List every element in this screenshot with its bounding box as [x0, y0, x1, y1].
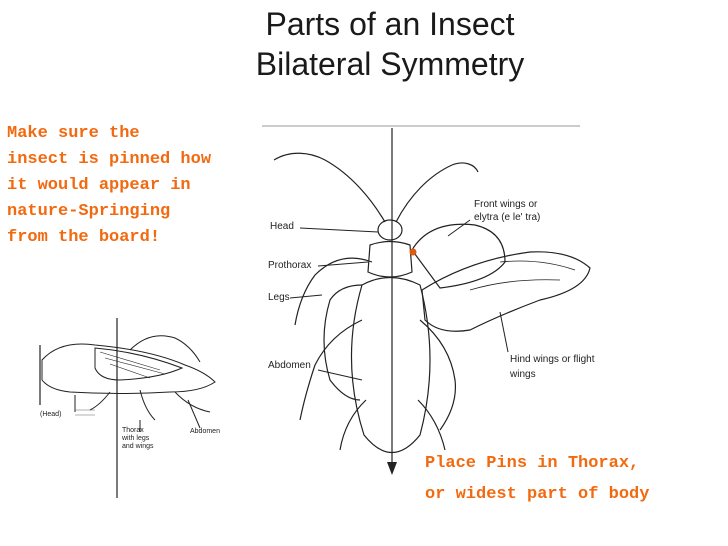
- left-front-leg: [294, 257, 373, 326]
- beetle-illustration: [273, 152, 591, 453]
- left-antenna: [273, 152, 386, 223]
- grasshopper-label-thorax-1: Thorax: [122, 427, 144, 434]
- beetle-abdomen: [350, 276, 431, 453]
- grasshopper-wing: [94, 347, 184, 381]
- pin-placement-note: Place Pins in Thorax, or widest part of …: [425, 454, 650, 504]
- title-line-1: Parts of an Insect: [265, 6, 515, 42]
- title-line-2: Bilateral Symmetry: [255, 46, 525, 82]
- grasshopper-label-thorax-2: with legs: [121, 435, 150, 442]
- grasshopper-label-thorax-3: and wings: [122, 443, 154, 450]
- pinning-note: Make sure the insect is pinned how it wo…: [7, 124, 212, 247]
- beetle-prothorax: [367, 240, 413, 278]
- grasshopper-legs: [89, 389, 211, 421]
- grasshopper-label-head: (Head): [40, 411, 61, 418]
- front-wing: [411, 223, 506, 289]
- label-prothorax: Prothorax: [268, 260, 311, 271]
- grasshopper-body: [41, 343, 216, 394]
- label-hind-wings-1: Hind wings or flight: [510, 354, 595, 365]
- label-head: Head: [270, 221, 294, 232]
- hind-wing: [421, 251, 591, 332]
- label-legs: Legs: [268, 292, 290, 303]
- right-middle-leg: [419, 319, 457, 431]
- symmetry-arrow-head: [387, 462, 397, 475]
- beetle-leader-lines: [289, 219, 509, 381]
- right-antenna: [395, 162, 479, 223]
- grasshopper-hind-leg: [129, 335, 201, 363]
- right-hind-leg: [417, 399, 446, 451]
- label-hind-wings-2: wings: [509, 369, 536, 380]
- label-front-wings-1: Front wings or: [474, 199, 538, 210]
- label-abdomen: Abdomen: [268, 360, 311, 371]
- left-middle-leg: [299, 319, 363, 421]
- left-hind-leg: [339, 399, 367, 451]
- grasshopper-label-abdomen: Abdomen: [190, 428, 220, 435]
- pin-marker: [409, 248, 417, 256]
- label-front-wings-2: elytra (e le' tra): [474, 212, 540, 223]
- left-elytron: [323, 284, 363, 401]
- beetle-head: [377, 219, 403, 241]
- grasshopper-illustration: [39, 335, 216, 432]
